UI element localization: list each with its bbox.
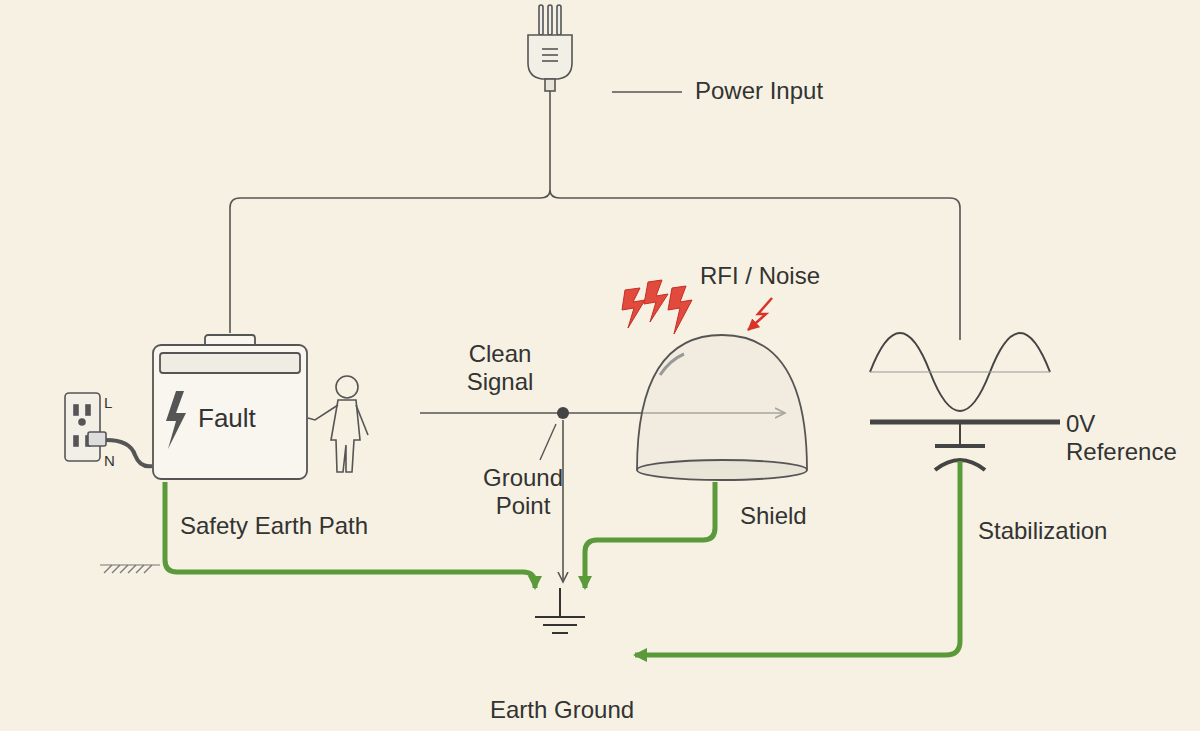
node-label: Shield <box>740 502 807 530</box>
earth-path <box>165 482 535 588</box>
node-label: Power Input <box>695 77 823 105</box>
node-label: Earth Ground <box>490 696 630 724</box>
annotation-label: RFI / Noise <box>700 262 820 290</box>
leader-line <box>540 424 556 460</box>
noise-bolts <box>622 280 692 334</box>
node-label: Fault <box>198 403 256 433</box>
ground-arrow <box>562 420 564 582</box>
earth-ground: Earth Ground <box>485 588 635 728</box>
node-label: Stabilization <box>978 517 1107 545</box>
wall-outlet <box>65 393 106 461</box>
noise-bolt-arrow <box>748 298 772 330</box>
earth-path <box>635 550 960 655</box>
node-outline <box>632 330 812 482</box>
terminal-label: N <box>104 452 115 470</box>
ground-point-dot <box>557 407 569 419</box>
equipment-case: Fault <box>150 333 310 482</box>
ground-hatch <box>100 565 160 573</box>
power-plug: Power Input <box>520 5 860 190</box>
power-wire <box>550 190 960 340</box>
annotation-label: Ground Point <box>468 464 578 520</box>
shield-dome: Shield <box>632 330 812 482</box>
annotation-label: 0V Reference <box>1066 410 1191 466</box>
power-wire <box>230 190 550 333</box>
terminal-label: L <box>104 394 112 412</box>
earth-path <box>585 482 715 588</box>
person-figure <box>308 376 368 472</box>
annotation-label: Clean Signal <box>440 340 560 396</box>
edge-label: Safety Earth Path <box>180 512 368 540</box>
